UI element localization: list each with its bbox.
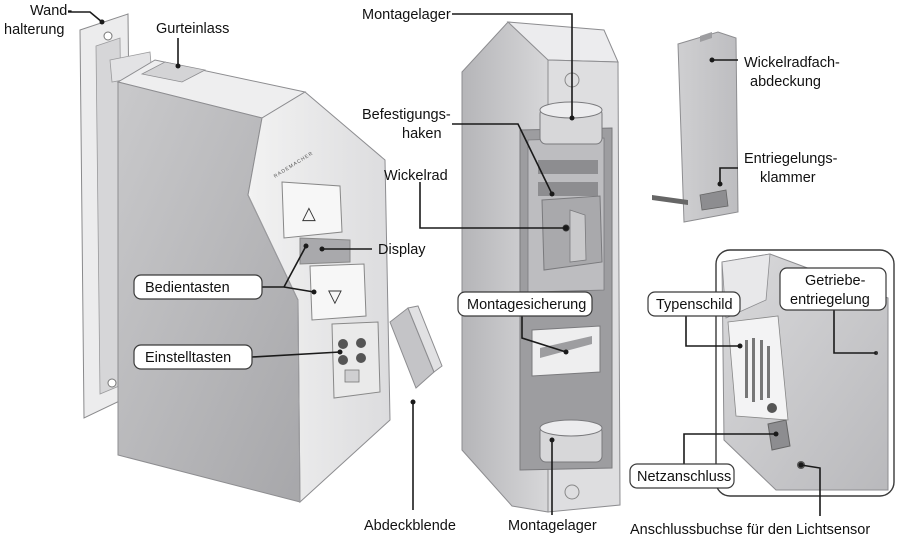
- label-gurteinlass: Gurteinlass: [156, 21, 229, 37]
- svg-text:Einstelltasten: Einstelltasten: [145, 350, 231, 366]
- setting-button-3[interactable]: [338, 355, 348, 365]
- label-wickelradfach-2: abdeckung: [750, 74, 821, 90]
- type-plate: [727, 315, 789, 421]
- label-wandhalterung-1: Wand-: [30, 3, 72, 19]
- label-wickelradfach-1: Wickelradfach-: [744, 55, 840, 71]
- label-befestigungshaken-1: Befestigungs-: [362, 107, 451, 123]
- svg-text:Bedientasten: Bedientasten: [145, 280, 230, 296]
- mount-bearing-top: [539, 101, 603, 145]
- svg-text:Typenschild: Typenschild: [656, 297, 733, 313]
- label-lichtsensor: Anschlussbuchse für den Lichtsensor: [630, 522, 870, 538]
- wheel-compartment-cover: [652, 31, 739, 223]
- device-front-view: RADEMACHER △ ▽: [79, 13, 443, 504]
- label-bedientasten: Bedientasten: [133, 274, 263, 300]
- label-abdeckblende: Abdeckblende: [364, 518, 456, 534]
- label-montagelager-top: Montagelager: [362, 7, 451, 23]
- svg-text:Netzanschluss: Netzanschluss: [637, 469, 731, 485]
- label-netzanschluss: Netzanschluss: [629, 463, 735, 489]
- label-entriegelung-1: Entriegelungs-: [744, 151, 838, 167]
- leader-lines: [68, 11, 876, 516]
- label-montagelager-bottom: Montagelager: [508, 518, 597, 534]
- label-wickelrad: Wickelrad: [384, 168, 448, 184]
- device-open-view: [461, 21, 621, 513]
- setting-button-4[interactable]: [356, 353, 366, 363]
- label-entriegelung-2: klammer: [760, 170, 816, 186]
- setting-button-2[interactable]: [356, 338, 366, 348]
- svg-text:Montagesicherung: Montagesicherung: [467, 297, 586, 313]
- belt-inlet: [140, 61, 207, 83]
- device-back-view: [721, 253, 889, 491]
- up-arrow-icon: △: [302, 203, 316, 224]
- label-montagesicherung: Montagesicherung: [457, 291, 593, 317]
- label-einstelltasten: Einstelltasten: [133, 344, 253, 370]
- label-wandhalterung-2: halterung: [4, 22, 64, 38]
- down-button[interactable]: [309, 263, 367, 321]
- label-befestigungshaken-2: haken: [402, 126, 442, 142]
- label-typenschild: Typenschild: [647, 291, 741, 317]
- power-connector: [767, 419, 791, 451]
- svg-text:Getriebe-: Getriebe-: [805, 273, 866, 289]
- display-screen: [299, 237, 351, 265]
- control-panel: RADEMACHER △ ▽: [273, 150, 381, 399]
- mount-bearing-bottom: [539, 419, 603, 463]
- label-display: Display: [378, 242, 426, 258]
- svg-text:entriegelung: entriegelung: [790, 292, 870, 308]
- label-getriebeentriegelung: Getriebe- entriegelung: [779, 267, 887, 311]
- down-arrow-icon: ▽: [328, 286, 342, 307]
- winding-wheel: [538, 160, 603, 271]
- up-button[interactable]: [281, 181, 343, 239]
- setting-button-1[interactable]: [338, 339, 348, 349]
- cover-blende: [389, 305, 443, 389]
